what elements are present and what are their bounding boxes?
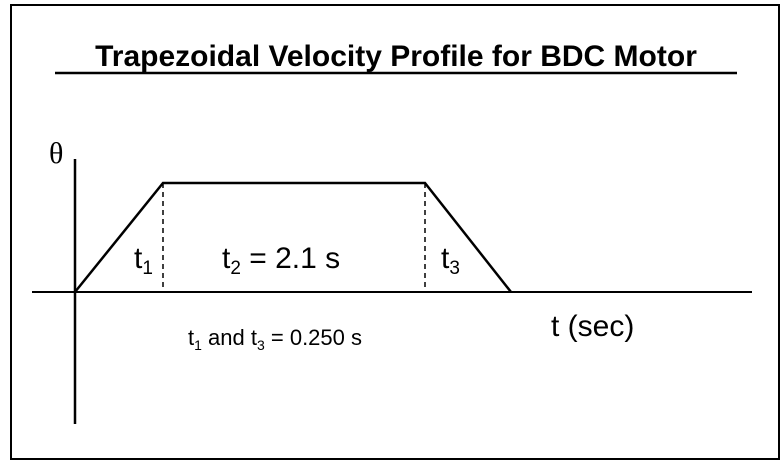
segment-label-t3: t3 (441, 242, 460, 279)
velocity-profile-line (74, 181, 512, 293)
diagram-title: Trapezoidal Velocity Profile for BDC Mot… (95, 40, 697, 73)
segment-label-t1: t1 (134, 242, 153, 279)
duration-note: t1 and t3 = 0.250 s (188, 325, 362, 353)
diagram-frame (10, 4, 780, 460)
x-axis-label: t (sec) (551, 310, 634, 343)
y-axis-label: θ (49, 137, 63, 170)
segment-label-t2: t2 = 2.1 s (222, 242, 340, 279)
